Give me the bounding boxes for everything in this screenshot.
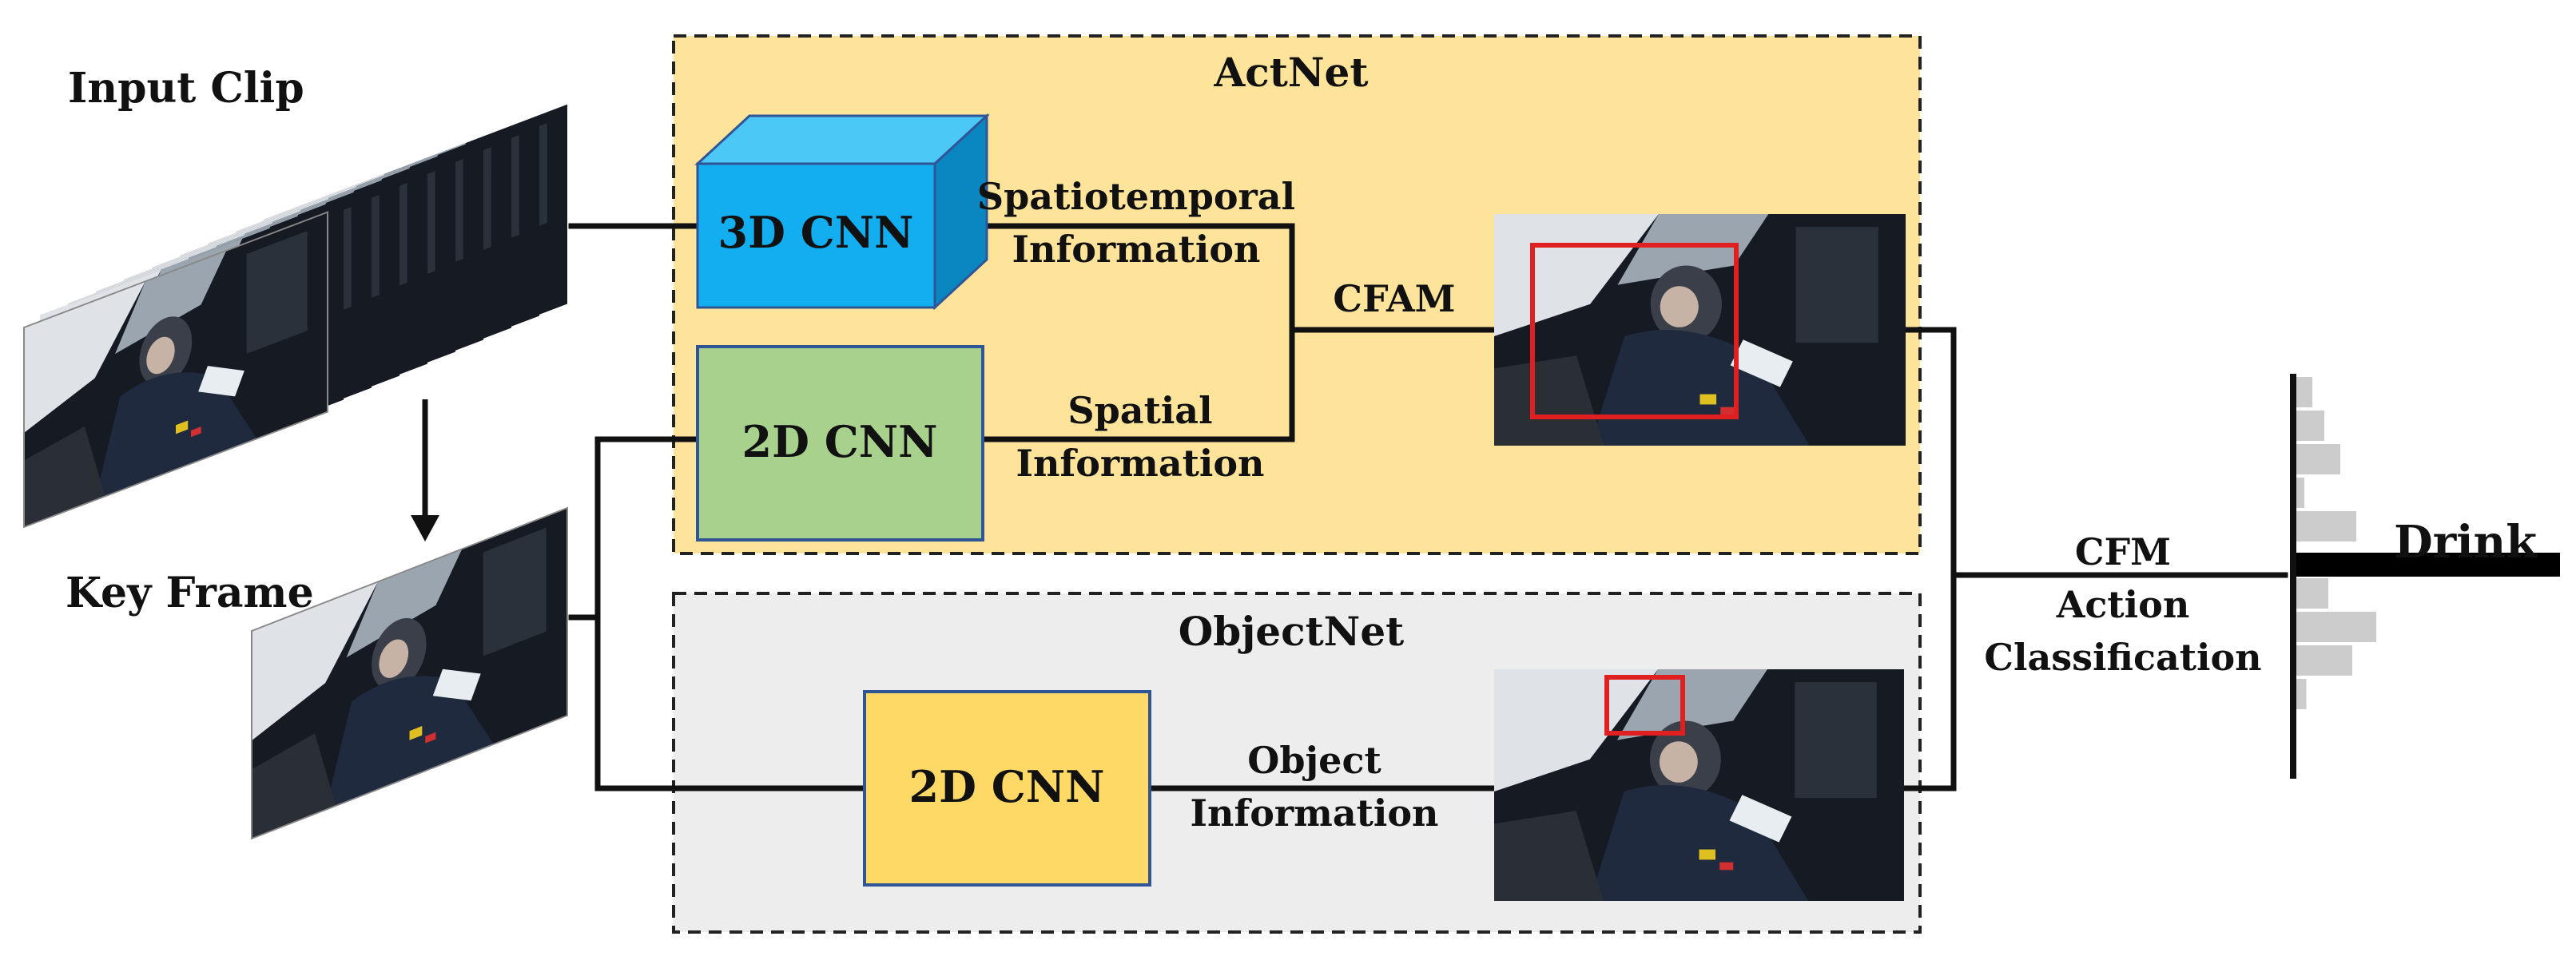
winning-class-bar: [2296, 553, 2560, 577]
class-score-bar: [2296, 612, 2376, 642]
cnn2d-obj-label: 2D CNN: [909, 761, 1105, 812]
object-bounding-box: [1604, 675, 1685, 736]
action-bounding-box: [1530, 243, 1739, 419]
class-score-bar: [2296, 444, 2340, 474]
cnn3d-block: 3D CNN: [694, 113, 990, 311]
objectnet-result-image: [1494, 669, 1904, 901]
actnet-result-image: [1494, 214, 1906, 446]
class-score-bar: [2296, 511, 2356, 541]
class-score-bar: [2296, 679, 2307, 709]
class-score-bar: [2296, 478, 2304, 508]
cfm-label-line2: Action: [2056, 583, 2190, 626]
class-score-bar: [2296, 377, 2312, 407]
arrow-down-icon: [411, 399, 439, 541]
cnn2d-act-label: 2D CNN: [742, 416, 938, 467]
object-label-line2: Information: [1191, 791, 1439, 835]
cnn2d-obj-block: 2D CNN: [863, 690, 1151, 887]
spatial-label-line1: Spatial: [1067, 389, 1212, 432]
objectnet-title: ObjectNet: [1179, 608, 1405, 655]
cnn2d-act-block: 2D CNN: [696, 345, 984, 541]
class-score-bar: [2296, 411, 2324, 441]
key-frame-image: [251, 506, 568, 840]
input-clip-label: Input Clip: [68, 64, 304, 113]
key-frame-label: Key Frame: [66, 569, 314, 617]
spatial-label-line2: Information: [1016, 442, 1265, 485]
score-histogram: [2290, 374, 2560, 779]
input-clip-stack: [23, 104, 567, 529]
connector-lines: [568, 223, 2288, 791]
cfam-label: CFAM: [1333, 277, 1455, 320]
clip-frame: [23, 211, 328, 529]
cfm-label-line1: CFM: [2075, 530, 2171, 573]
spatiotemporal-label-line1: Spatiotemporal: [977, 175, 1295, 218]
spatiotemporal-label-line2: Information: [1012, 228, 1261, 271]
actnet-title: ActNet: [1214, 49, 1369, 96]
object-label-line1: Object: [1247, 739, 1381, 782]
class-score-bar: [2296, 578, 2328, 609]
output-label: Drink: [2394, 516, 2538, 569]
cfm-label-line3: Classification: [1984, 636, 2261, 679]
cnn3d-front-face: [696, 162, 936, 309]
cnn3d-label: 3D CNN: [718, 207, 914, 258]
class-score-bar: [2296, 645, 2352, 676]
